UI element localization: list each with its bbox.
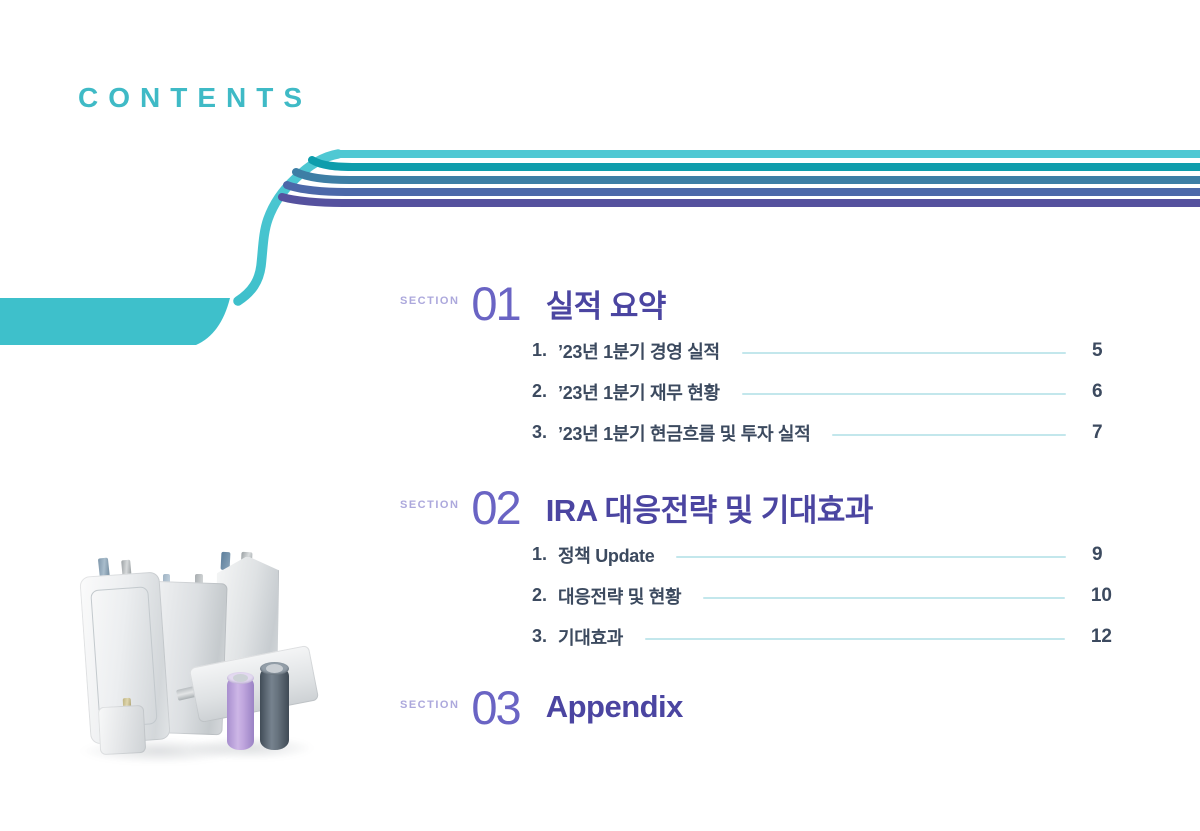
- section-02: SECTION 02 IRA 대응전략 및 기대효과 1. 정책 Update …: [400, 482, 1112, 657]
- stripe-5: [278, 193, 1200, 207]
- section-02-toc: 1. 정책 Update 9 2. 대응전략 및 현황 10 3. 기대효과 1…: [532, 534, 1112, 657]
- section-02-header: SECTION 02 IRA 대응전략 및 기대효과: [400, 482, 1112, 532]
- toc-item-number: 2.: [532, 381, 548, 401]
- toc-page-number: 7: [1092, 421, 1103, 443]
- toc-row[interactable]: 2. ’23년 1분기 재무 현황 6: [532, 371, 1112, 412]
- section-label: SECTION: [400, 699, 460, 711]
- toc-row[interactable]: 1. 정책 Update 9: [532, 534, 1112, 575]
- toc-item-label: 정책 Update: [558, 545, 655, 566]
- toc-item-label: ’23년 1분기 재무 현황: [558, 382, 720, 403]
- toc-item-number: 1.: [532, 340, 548, 360]
- toc-leader-line: [741, 351, 1066, 354]
- pouch-cell-small: [97, 704, 147, 756]
- toc-leader-line: [832, 433, 1066, 436]
- section-03: SECTION 03 Appendix: [400, 682, 1112, 732]
- cylinder-terminal: [266, 664, 283, 673]
- toc-page-number: 10: [1090, 584, 1112, 606]
- teal-band: [0, 298, 230, 345]
- section-01: SECTION 01 실적 요약 1. ’23년 1분기 경영 실적 5 2. …: [400, 278, 1112, 453]
- pouch-tab: [195, 574, 203, 588]
- section-01-toc: 1. ’23년 1분기 경영 실적 5 2. ’23년 1분기 재무 현황 6 …: [532, 330, 1112, 453]
- toc-page-number: 5: [1092, 339, 1103, 361]
- toc-row[interactable]: 3. 기대효과 12: [532, 616, 1112, 657]
- toc-page-number: 6: [1092, 380, 1103, 402]
- section-title: 실적 요약: [545, 288, 667, 324]
- stripe-3: [292, 168, 1200, 184]
- toc-item-number: 3.: [532, 422, 548, 442]
- section-title: IRA 대응전략 및 기대효과: [545, 492, 874, 528]
- pouch-tab: [163, 574, 170, 586]
- stripe-2: [308, 156, 1200, 171]
- toc-item-number: 1.: [532, 544, 548, 564]
- swoosh-connector: [233, 149, 343, 306]
- section-title: Appendix: [545, 689, 684, 724]
- cylindrical-cell-lavender: [227, 676, 254, 750]
- section-number: 01: [471, 276, 521, 330]
- section-01-header: SECTION 01 실적 요약: [400, 278, 1112, 328]
- toc-item-number: 3.: [532, 626, 548, 646]
- battery-image: [79, 551, 320, 777]
- toc-page-number: 9: [1092, 543, 1103, 565]
- toc-item-label: ’23년 1분기 현금흐름 및 투자 실적: [558, 423, 811, 444]
- section-number: 02: [471, 480, 521, 534]
- toc-leader-line: [741, 392, 1066, 395]
- toc-row[interactable]: 2. 대응전략 및 현황 10: [532, 575, 1112, 616]
- toc-leader-line: [645, 637, 1065, 640]
- section-label: SECTION: [400, 295, 460, 307]
- toc-row[interactable]: 1. ’23년 1분기 경영 실적 5: [532, 330, 1112, 371]
- section-number: 03: [471, 680, 521, 734]
- section-03-header: SECTION 03 Appendix: [400, 682, 1112, 732]
- toc-item-label: 대응전략 및 현황: [558, 586, 682, 607]
- toc-leader-line: [676, 555, 1066, 558]
- toc-item-label: ’23년 1분기 경영 실적: [558, 341, 720, 362]
- page-title: CONTENTS: [78, 82, 312, 113]
- toc-page-number: 12: [1090, 625, 1112, 647]
- cylinder-terminal: [233, 674, 248, 682]
- stripe-4: [283, 181, 1200, 196]
- toc-item-label: 기대효과: [558, 627, 624, 648]
- toc-item-number: 2.: [532, 585, 548, 605]
- toc-row[interactable]: 3. ’23년 1분기 현금흐름 및 투자 실적 7: [532, 412, 1112, 453]
- toc-leader-line: [703, 596, 1065, 599]
- section-label: SECTION: [400, 499, 460, 511]
- cylindrical-cell-gray: [260, 666, 289, 750]
